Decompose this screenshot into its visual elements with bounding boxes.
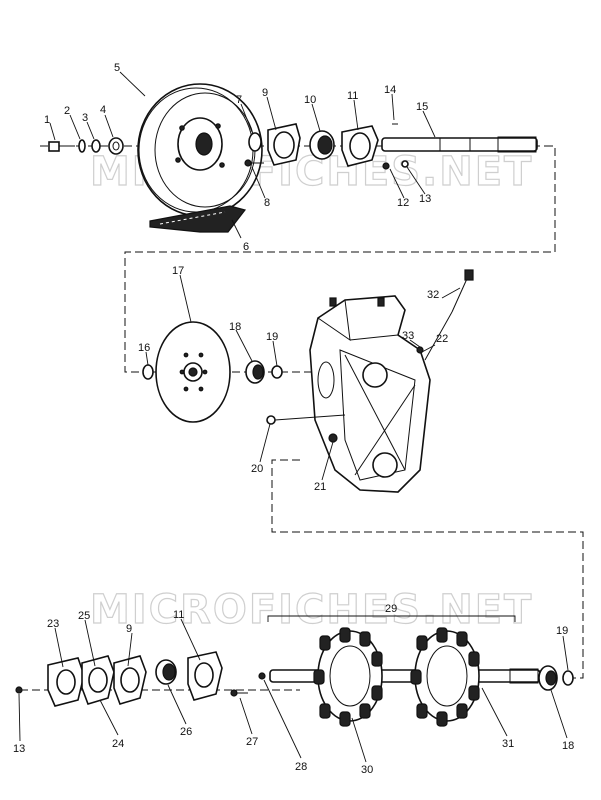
callout-3: 3 [82, 112, 88, 124]
callout-7: 7 [236, 94, 242, 106]
flange-part-11 [341, 125, 379, 167]
disc-part-17 [155, 321, 231, 423]
callout-4: 4 [100, 104, 106, 116]
bearing-part-18 [245, 360, 265, 384]
bolt-part-1 [48, 141, 75, 152]
adjuster-part-32 [424, 269, 474, 361]
callout-12: 12 [397, 197, 409, 209]
callout-16: 16 [138, 342, 150, 354]
washer-part-7 [248, 132, 262, 152]
callout-25: 25 [78, 610, 90, 622]
callout-17: 17 [172, 265, 184, 277]
callout-24: 24 [112, 738, 124, 750]
callout-21: 21 [314, 481, 326, 493]
bearing-part-18-bottom [538, 665, 558, 691]
watermark-bottom: MICROFICHES.NET [90, 587, 533, 633]
callout-6: 6 [243, 241, 249, 253]
group-bracket-29 [267, 615, 516, 622]
washer-part-2 [78, 139, 86, 153]
bolt-part-20 [266, 414, 346, 425]
chaincase-housing [309, 295, 431, 493]
callout-19: 19 [266, 331, 278, 343]
callout-11: 11 [347, 90, 358, 102]
sprocket-part-30b [410, 627, 480, 727]
callout-13-bottom: 13 [13, 743, 25, 755]
callout-20: 20 [251, 463, 263, 475]
callout-26: 26 [180, 726, 192, 738]
bearing-part-10 [309, 130, 335, 160]
flange-part-11-bottom [187, 651, 223, 701]
gasket-part-25 [81, 655, 115, 705]
drive-shaft-part-31 [269, 668, 541, 684]
callout-9: 9 [262, 87, 268, 99]
callout-2: 2 [64, 105, 70, 117]
callout-23: 23 [47, 618, 59, 630]
bearing-part-26 [155, 659, 177, 685]
leader-lines [18, 71, 569, 763]
callout-13: 13 [419, 193, 431, 205]
callout-8: 8 [264, 197, 270, 209]
callout-22: 22 [436, 333, 448, 345]
callout-28: 28 [295, 761, 307, 773]
track-lug-part-6 [149, 205, 247, 233]
callout-19-bottom: 19 [556, 625, 568, 637]
shaft-part-15 [381, 136, 538, 153]
spacer-part-28 [258, 672, 266, 680]
drive-wheel-part-5 [137, 83, 263, 217]
nut-part-13 [401, 160, 409, 168]
bottom-assembly [15, 615, 574, 727]
washer-part-3 [91, 139, 101, 153]
screw-part-8 [244, 159, 264, 167]
callout-18-bottom: 18 [562, 740, 574, 752]
callout-31: 31 [502, 738, 514, 750]
callout-10: 10 [304, 94, 316, 106]
callout-1: 1 [44, 114, 50, 126]
callout-15: 15 [416, 101, 428, 113]
screw-part-27 [230, 689, 248, 697]
callout-5: 5 [114, 62, 120, 74]
top-assembly [40, 83, 556, 373]
middle-assembly [142, 269, 584, 679]
o-ring-part-16 [142, 364, 154, 380]
spacer-part-4 [108, 137, 124, 155]
sprocket-part-30 [313, 627, 383, 727]
nut-part-21 [328, 433, 338, 443]
callout-11-bottom: 11 [173, 609, 184, 621]
callout-27: 27 [246, 736, 258, 748]
flange-part-23 [47, 657, 85, 707]
callout-18: 18 [229, 321, 241, 333]
callout-9-bottom: 9 [126, 623, 132, 635]
nut-part-13-bottom [15, 686, 23, 694]
callout-29: 29 [385, 603, 397, 615]
flange-part-9-bottom [113, 655, 147, 705]
o-ring-part-19-bottom [562, 670, 574, 686]
nut-part-12 [382, 162, 390, 170]
flange-part-9 [267, 123, 301, 166]
callout-30: 30 [361, 764, 373, 776]
callout-numbers: 1 2 3 4 5 6 7 8 9 10 11 12 13 14 15 16 1… [13, 62, 574, 776]
callout-14: 14 [384, 84, 396, 96]
callout-33: 33 [402, 330, 414, 342]
callout-32: 32 [427, 289, 439, 301]
o-ring-part-19 [271, 365, 283, 379]
